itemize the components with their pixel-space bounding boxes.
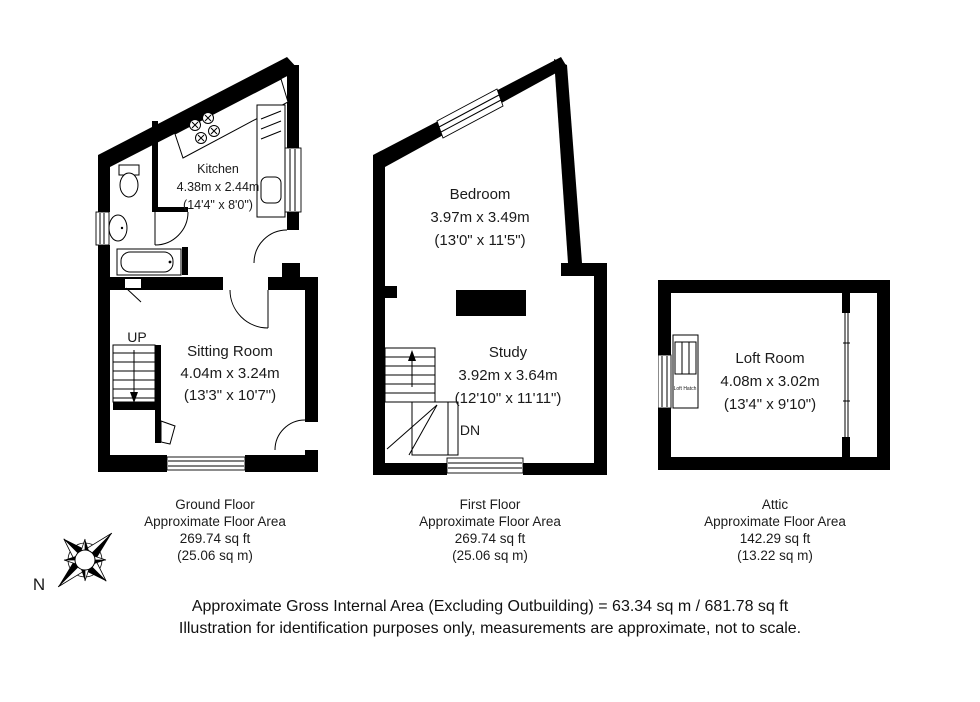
floor-area-sqft: 269.74 sq ft [454,531,526,546]
floor-area-sqft: 269.74 sq ft [179,531,251,546]
ground-walls [98,57,318,472]
hob [189,112,220,144]
loft-room-metric: 4.08m x 3.02m [720,373,819,390]
floor-area-sqm: (25.06 sq m) [177,548,253,563]
first-walls [373,57,607,475]
window-bottom [166,456,246,471]
study-imperial: (12'10" x 11'11") [455,390,562,407]
floor-area-sqm: (13.22 sq m) [737,548,813,563]
sitting-room-metric: 4.04m x 3.24m [180,365,279,382]
ground-doors [154,211,306,451]
gross-internal-area-line: Approximate Gross Internal Area (Excludi… [191,598,789,615]
disclaimer-line: Illustration for identification purposes… [178,620,802,637]
bathroom-fixtures [108,164,182,276]
loft-hatch: Loft Hatch [672,334,699,409]
floor-title: First Floor [459,497,521,512]
floor-title: Ground Floor [175,497,255,512]
up-label: UP [127,329,146,345]
sloped-ceiling-line [843,313,850,437]
kitchen-imperial: (14'4" x 8'0") [183,198,253,212]
window-right [283,147,302,213]
first-labels: Bedroom 3.97m x 3.49m (13'0" x 11'5") St… [430,186,561,438]
kitchen-fixtures [174,78,289,218]
window-slant [436,88,504,139]
first-stairs [384,347,459,456]
attic-window-left [658,354,672,409]
kitchen-name: Kitchen [197,162,239,176]
footer-disclaimer: Approximate Gross Internal Area (Excludi… [0,596,980,640]
loft-hatch-label: Loft Hatch [674,386,697,392]
first-floor-plan: Bedroom 3.97m x 3.49m (13'0" x 11'5") St… [373,57,607,475]
ground-windows [95,147,302,471]
toilet [118,164,140,198]
study-metric: 3.92m x 3.64m [458,367,557,384]
bedroom-imperial: (13'0" x 11'5") [434,232,525,249]
compass-rose-icon: N [33,532,113,594]
floor-area-sqft: 142.29 sq ft [739,531,811,546]
attic-plan: Loft Hatch Loft Room 4.08m x 3.02m (13'4… [658,280,890,470]
attic-area-label: Attic Approximate Floor Area 142.29 sq f… [655,496,895,564]
floor-area-subtitle: Approximate Floor Area [144,514,286,529]
floor-title: Attic [761,497,789,512]
bedroom-metric: 3.97m x 3.49m [430,209,529,226]
dn-label: DN [460,422,480,438]
basin [108,214,128,242]
loft-room-name: Loft Room [735,350,804,367]
sink-unit [256,104,286,218]
first-floor-area-label: First Floor Approximate Floor Area 269.7… [370,496,610,564]
sitting-room-name: Sitting Room [187,343,273,360]
loft-room-imperial: (13'4" x 9'10") [724,396,816,413]
bathtub [116,248,182,276]
attic-walls [658,280,890,470]
north-label: N [33,575,45,594]
floor-area-sqm: (25.06 sq m) [452,548,528,563]
floor-area-subtitle: Approximate Floor Area [704,514,846,529]
floor-area-subtitle: Approximate Floor Area [419,514,561,529]
chimney-breast [456,290,526,316]
ground-stairs [112,344,156,403]
ground-labels: UP Kitchen 4.38m x 2.44m (14'4" x 8'0") … [127,162,279,404]
bedroom-name: Bedroom [450,186,511,203]
window-bottom [446,457,524,474]
ground-floor-plan: UP Kitchen 4.38m x 2.44m (14'4" x 8'0") … [95,57,318,472]
window-left [95,211,110,246]
first-windows [436,88,524,474]
kitchen-metric: 4.38m x 2.44m [177,180,260,194]
ground-floor-area-label: Ground Floor Approximate Floor Area 269.… [95,496,335,564]
sitting-room-imperial: (13'3" x 10'7") [184,387,276,404]
attic-labels: Loft Room 4.08m x 3.02m (13'4" x 9'10") [720,350,819,413]
study-name: Study [489,344,528,361]
